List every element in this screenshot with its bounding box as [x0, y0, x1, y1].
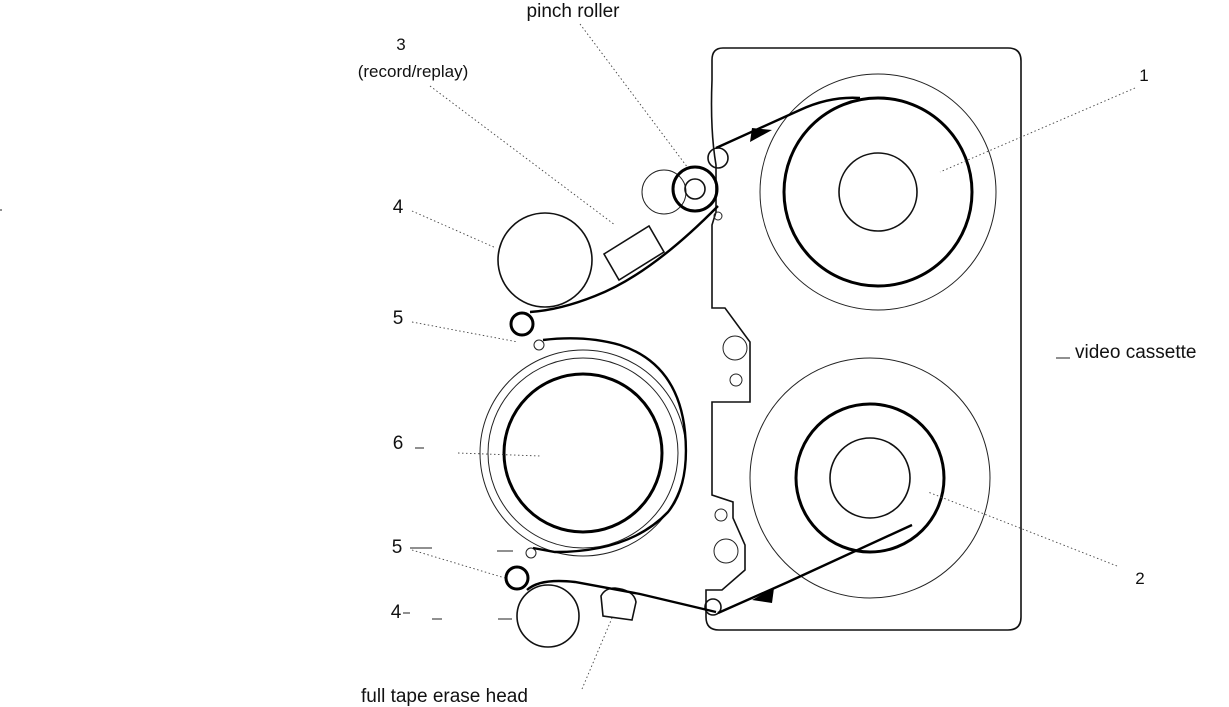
guide-roller-lower	[516, 584, 580, 648]
pinch-roller	[671, 165, 719, 213]
cassette-outline	[705, 47, 1022, 631]
label-6: 6	[393, 433, 404, 454]
record-replay-head	[602, 224, 666, 282]
label-record-replay-text: (record/replay)	[358, 62, 469, 81]
tape-direction-arrow-lower	[752, 588, 774, 603]
cassette-hole	[713, 538, 739, 564]
label-5-bottom: 5	[392, 537, 403, 558]
tape-guide-lower-small	[525, 547, 537, 559]
label-2: 2	[1135, 569, 1144, 588]
label-4-top: 4	[393, 197, 404, 218]
lower-reel	[749, 357, 991, 599]
tape-guide-lower	[504, 565, 530, 591]
erase-head	[600, 587, 637, 621]
label-pinch-roller: pinch roller	[527, 1, 621, 22]
label-full-tape-erase-head: full tape erase head	[361, 686, 528, 707]
tape-guide-upper	[509, 311, 535, 337]
pinch-roller-hub	[684, 178, 706, 200]
leader-lines	[411, 23, 1136, 690]
cassette-hole	[722, 335, 748, 361]
tape-direction-arrow-upper	[750, 128, 772, 142]
dash-marks	[0, 209, 1070, 620]
pinch-roller-assembly	[641, 165, 719, 215]
guide-roller-upper	[497, 212, 593, 308]
capstan	[641, 169, 687, 215]
cassette-guide-small	[713, 211, 723, 221]
cassette-hole	[729, 373, 743, 387]
label-video-cassette: video cassette	[1075, 342, 1196, 363]
tape-path	[526, 96, 913, 615]
label-1: 1	[1139, 66, 1148, 85]
cassette-hole	[714, 508, 728, 522]
tape-guide-upper-small	[533, 339, 545, 351]
label-5-top: 5	[393, 308, 404, 329]
video-cassette	[704, 47, 1022, 631]
cassette-guide-top	[707, 147, 729, 169]
label-record-replay-number: 3	[396, 35, 405, 54]
label-4-bottom: 4	[391, 602, 402, 623]
cassette-guide-bottom	[704, 598, 722, 616]
upper-reel	[759, 73, 997, 311]
